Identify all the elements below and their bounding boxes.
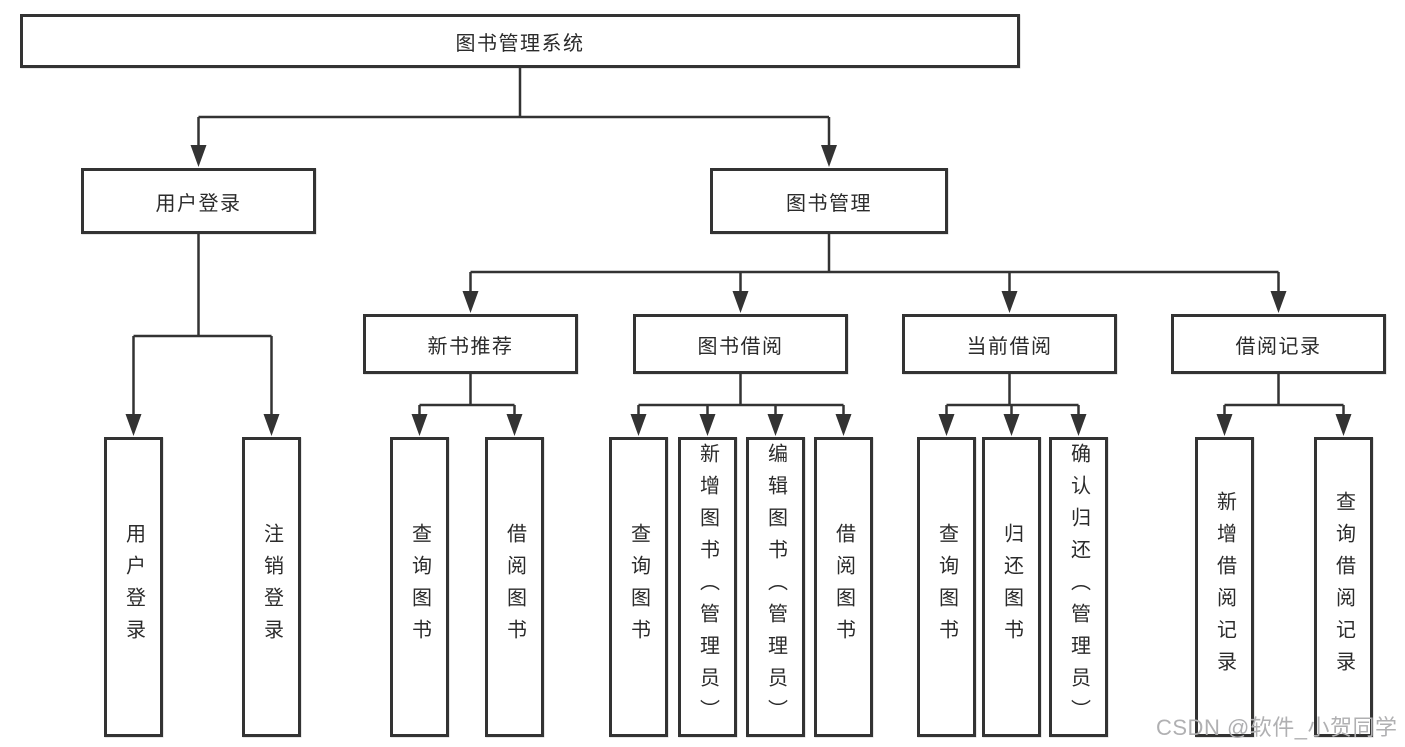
leaf-logout: 注销登录 xyxy=(242,437,301,737)
leaf-logout-label: 注销登录 xyxy=(260,523,283,651)
node-borrow-records-label: 借阅记录 xyxy=(1235,335,1322,358)
node-book-management-label: 图书管理 xyxy=(786,192,872,215)
node-book-borrowing-label: 图书借阅 xyxy=(697,335,784,358)
leaf-query-books-borrowing: 查询图书 xyxy=(609,437,668,737)
leaf-add-borrow-record-label: 新增借阅记录 xyxy=(1213,491,1236,683)
leaf-query-books-current: 查询图书 xyxy=(917,437,976,737)
leaf-borrow-books-recommend: 借阅图书 xyxy=(485,437,544,737)
leaf-query-books-recommend: 查询图书 xyxy=(390,437,449,737)
node-borrow-records: 借阅记录 xyxy=(1171,314,1386,374)
node-user-login: 用户登录 xyxy=(81,168,316,234)
leaf-query-books-recommend-label: 查询图书 xyxy=(408,523,431,651)
watermark: CSDN @软件_小贺同学 xyxy=(1156,715,1398,740)
leaf-user-login: 用户登录 xyxy=(104,437,163,737)
leaf-query-borrow-record: 查询借阅记录 xyxy=(1314,437,1373,737)
leaf-confirm-return-admin-label: 确认归还（管理员） xyxy=(1067,443,1090,731)
leaf-confirm-return-admin: 确认归还（管理员） xyxy=(1049,437,1108,737)
leaf-edit-book-admin-label: 编辑图书（管理员） xyxy=(764,443,787,731)
leaf-query-books-borrowing-label: 查询图书 xyxy=(627,523,650,651)
leaf-return-book: 归还图书 xyxy=(982,437,1041,737)
node-user-login-label: 用户登录 xyxy=(155,192,242,215)
leaf-borrow-books-borrowing-label: 借阅图书 xyxy=(832,523,855,651)
leaf-add-book-admin: 新增图书（管理员） xyxy=(678,437,737,737)
leaf-edit-book-admin: 编辑图书（管理员） xyxy=(746,437,805,737)
node-new-book-recommend-label: 新书推荐 xyxy=(427,335,514,358)
leaf-borrow-books-recommend-label: 借阅图书 xyxy=(503,523,526,651)
node-current-borrowing: 当前借阅 xyxy=(902,314,1117,374)
leaf-add-borrow-record: 新增借阅记录 xyxy=(1195,437,1254,737)
node-current-borrowing-label: 当前借阅 xyxy=(966,335,1053,358)
node-new-book-recommend: 新书推荐 xyxy=(363,314,578,374)
node-book-management: 图书管理 xyxy=(710,168,948,234)
leaf-query-books-current-label: 查询图书 xyxy=(935,523,958,651)
leaf-user-login-label: 用户登录 xyxy=(122,523,145,651)
node-book-borrowing: 图书借阅 xyxy=(633,314,848,374)
leaf-borrow-books-borrowing: 借阅图书 xyxy=(814,437,873,737)
node-root-system: 图书管理系统 xyxy=(20,14,1020,68)
leaf-return-book-label: 归还图书 xyxy=(1000,523,1023,651)
leaf-add-book-admin-label: 新增图书（管理员） xyxy=(696,443,719,731)
node-root-label: 图书管理系统 xyxy=(455,32,585,55)
leaf-query-borrow-record-label: 查询借阅记录 xyxy=(1332,491,1355,683)
